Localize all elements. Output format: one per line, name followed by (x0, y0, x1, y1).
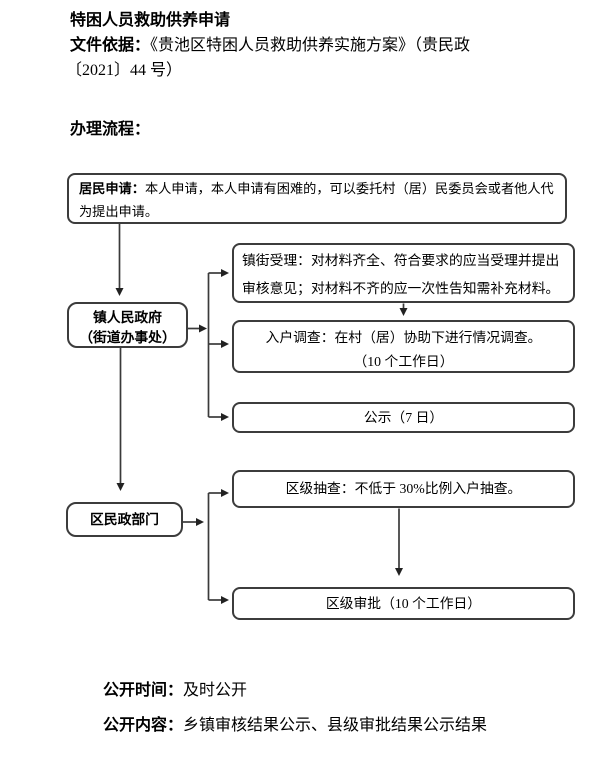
district-department-text: 区民政部门 (90, 512, 159, 527)
public-time-value: 及时公开 (183, 682, 248, 699)
town-acceptance-text: 镇街受理：对材料齐全、符合要求的应当受理并提出审核意见；对材料不齐的应一次性告知… (242, 253, 560, 296)
basis-text: 《贵池区特困人员救助供养实施方案》（贵民政 (150, 37, 471, 54)
flowbox-town-acceptance: 镇街受理：对材料齐全、符合要求的应当受理并提出审核意见；对材料不齐的应一次性告知… (232, 243, 575, 303)
public-notice-text: 公示（7 日） (363, 410, 444, 425)
public-time-label: 公开时间： (103, 682, 184, 699)
basis-line1: 文件依据：《贵池区特困人员救助供养实施方案》（贵民政 (70, 31, 470, 55)
public-content-value: 乡镇审核结果公示、县级审批结果公示结果 (183, 717, 488, 734)
home-visit-line1: 入户调查：在村（居）协助下进行情况调查。 (265, 330, 542, 345)
process-heading: 办理流程： (70, 121, 151, 138)
resident-application-label: 居民申请： (79, 181, 145, 196)
home-visit-line2: （10 个工作日） (353, 354, 454, 369)
public-content-line: 公开内容：乡镇审核结果公示、县级审批结果公示结果 (103, 711, 487, 735)
basis-line2: 〔2021〕44 号） (66, 62, 183, 79)
basis-label: 文件依据： (70, 37, 151, 54)
flowbox-home-visit: 入户调查：在村（居）协助下进行情况调查。 （10 个工作日） (232, 320, 575, 373)
town-government-line1: 镇人民政府 (93, 310, 162, 325)
resident-application-text: 本人申请，本人申请有困难的，可以委托村（居）民委员会或者他人代为提出申请。 (79, 181, 554, 219)
flowbox-resident-application: 居民申请：本人申请，本人申请有困难的，可以委托村（居）民委员会或者他人代为提出申… (67, 173, 567, 224)
district-spotcheck-text: 区级抽查：不低于 30%比例入户抽查。 (285, 481, 522, 496)
district-approval-text: 区级审批（10 个工作日） (325, 596, 482, 611)
flowbox-district-department: 区民政部门 (66, 502, 183, 537)
public-content-label: 公开内容： (103, 717, 184, 734)
flowbox-public-notice: 公示（7 日） (232, 402, 575, 433)
flowbox-district-spotcheck: 区级抽查：不低于 30%比例入户抽查。 (232, 470, 575, 508)
flowbox-town-government: 镇人民政府 （街道办事处） (67, 302, 188, 348)
public-time-line: 公开时间：及时公开 (103, 676, 247, 700)
flowbox-district-approval: 区级审批（10 个工作日） (232, 587, 575, 620)
town-government-line2: （街道办事处） (79, 329, 176, 345)
page-title: 特困人员救助供养申请 (70, 12, 231, 29)
